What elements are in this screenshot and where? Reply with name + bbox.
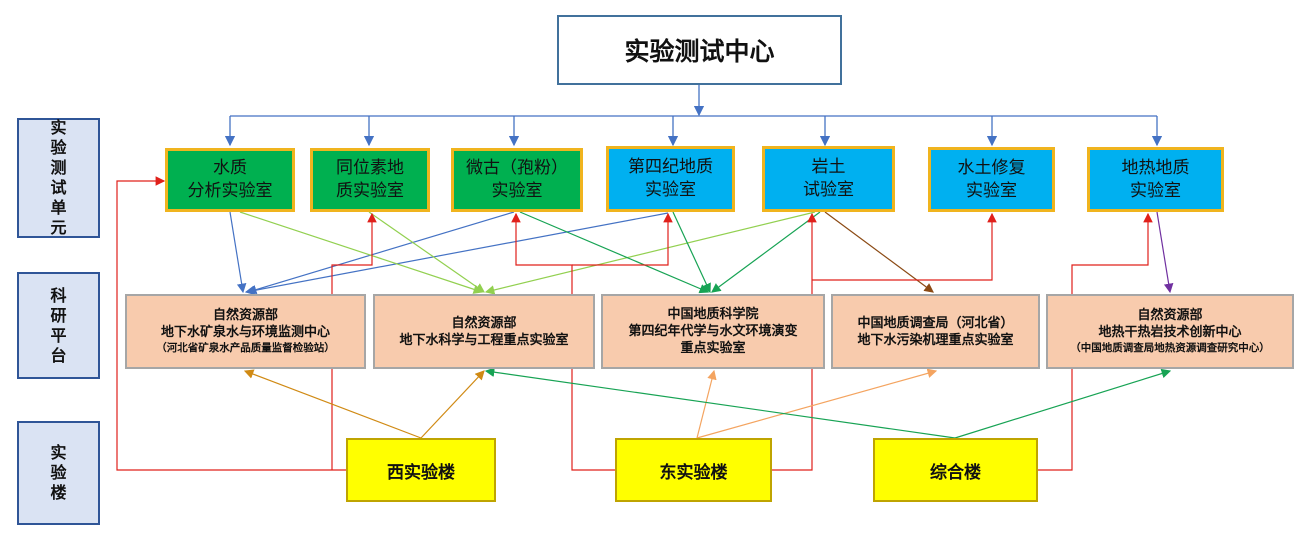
platform-4-line1: 中国地质调查局（河北省） <box>857 315 1014 331</box>
unit-micro-line2: 实验室 <box>491 181 543 201</box>
platform-1-line3: （河北省矿泉水产品质量监督检验站） <box>156 342 335 354</box>
building-east: 东实验楼 <box>615 438 772 502</box>
unit-isotope: 同位素地 质实验室 <box>310 148 430 212</box>
unit-geothermal: 地热地质 实验室 <box>1087 147 1224 212</box>
side-label-buildings: 实验楼 <box>17 421 100 525</box>
building-west: 西实验楼 <box>346 438 496 502</box>
platform-monitoring-center: 自然资源部 地下水矿泉水与环境监测中心 （河北省矿泉水产品质量监督检验站） <box>125 294 366 369</box>
unit-micro-line1: 微古（孢粉） <box>466 158 568 178</box>
side-label-platforms-text: 科研平台 <box>50 285 67 365</box>
unit-water-line2: 分析实验室 <box>187 181 273 201</box>
unit-isotope-line1: 同位素地 <box>336 158 404 178</box>
unit-geothermal-line2: 实验室 <box>1130 180 1181 201</box>
platform-4-line2: 地下水污染机理重点实验室 <box>857 332 1014 348</box>
building-general: 综合楼 <box>873 438 1038 502</box>
unit-soil: 水土修复 实验室 <box>928 147 1055 212</box>
platform-1-line2: 地下水矿泉水与环境监测中心 <box>160 325 330 340</box>
platform-pollution-lab: 中国地质调查局（河北省） 地下水污染机理重点实验室 <box>831 294 1040 369</box>
platform-3-line2: 第四纪年代学与水文环境演变 <box>628 324 798 339</box>
unit-water-line1: 水质 <box>213 158 247 178</box>
unit-soil-line2: 实验室 <box>966 180 1017 201</box>
unit-geothermal-line1: 地热地质 <box>1121 157 1190 178</box>
platform-5-line1: 自然资源部 <box>1137 308 1203 323</box>
platform-3-line1: 中国地质科学院 <box>667 307 759 322</box>
side-label-buildings-text: 实验楼 <box>50 443 67 502</box>
unit-rock-line2: 试验室 <box>803 180 854 200</box>
center-title: 实验测试中心 <box>557 15 842 85</box>
platform-5-line2: 地热干热岩技术创新中心 <box>1098 325 1242 340</box>
side-label-platforms: 科研平台 <box>17 272 100 379</box>
unit-quaternary-line2: 实验室 <box>645 180 696 200</box>
side-label-units-text: 实验测试单元 <box>50 118 67 237</box>
unit-water: 水质 分析实验室 <box>165 148 295 212</box>
unit-rock: 岩土 试验室 <box>762 146 895 212</box>
side-label-units: 实验测试单元 <box>17 118 100 238</box>
unit-quaternary-line1: 第四纪地质 <box>628 157 713 177</box>
platform-2-line2: 地下水科学与工程重点实验室 <box>399 332 569 348</box>
unit-soil-line1: 水土修复 <box>957 157 1026 178</box>
platform-1-line1: 自然资源部 <box>212 308 278 323</box>
unit-quaternary: 第四纪地质 实验室 <box>606 146 735 212</box>
unit-isotope-line2: 质实验室 <box>336 181 404 201</box>
platform-quaternary-lab: 中国地质科学院 第四纪年代学与水文环境演变 重点实验室 <box>601 294 825 369</box>
platform-3-line3: 重点实验室 <box>680 341 746 356</box>
platform-5-line3: （中国地质调查局地热资源调查研究中心） <box>1070 342 1270 354</box>
platform-groundwater-lab: 自然资源部 地下水科学与工程重点实验室 <box>373 294 595 369</box>
platform-geothermal-center: 自然资源部 地热干热岩技术创新中心 （中国地质调查局地热资源调查研究中心） <box>1046 294 1294 369</box>
unit-micro: 微古（孢粉） 实验室 <box>451 148 583 212</box>
platform-2-line1: 自然资源部 <box>451 315 517 331</box>
unit-rock-line1: 岩土 <box>811 157 846 177</box>
